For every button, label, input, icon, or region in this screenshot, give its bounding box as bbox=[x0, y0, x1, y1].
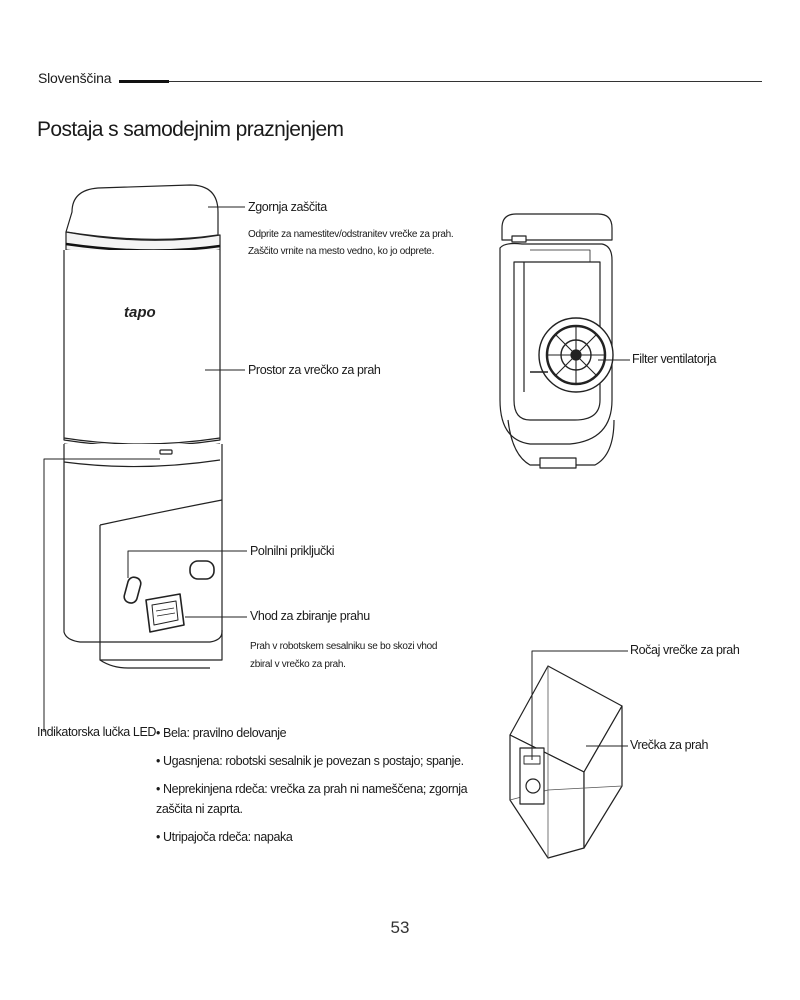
charging-contacts-label: Polnilni priključki bbox=[250, 544, 335, 558]
dust-bag-illustration bbox=[509, 665, 623, 859]
fan-filter-label: Filter ventilatorja bbox=[632, 352, 717, 366]
top-cover-label: Zgornja zaščita bbox=[248, 200, 327, 214]
led-indicator-label: Indikatorska lučka LED bbox=[37, 725, 157, 739]
dust-inlet-note-2: zbiral v vrečko za prah. bbox=[250, 659, 346, 670]
dust-inlet-note-1: Prah v robotskem sesalniku se bo skozi v… bbox=[250, 641, 438, 652]
dust-bag-compartment-label: Prostor za vrečko za prah bbox=[248, 363, 381, 377]
dust-bag-label: Vrečka za prah bbox=[630, 738, 709, 752]
dust-inlet-label: Vhod za zbiranje prahu bbox=[250, 609, 370, 623]
led-state-blinking-red: • Utripajoča rdeča: napaka bbox=[156, 830, 293, 844]
top-cover-note-2: Zaščito vrnite na mesto vedno, ko jo odp… bbox=[248, 246, 435, 257]
header-rule bbox=[169, 81, 762, 82]
led-state-white: • Bela: pravilno delovanje bbox=[156, 726, 287, 740]
brand-logo: tapo bbox=[124, 304, 156, 321]
led-state-off: • Ugasnjena: robotski sesalnik je poveza… bbox=[156, 754, 464, 768]
language-label: Slovenščina bbox=[38, 70, 112, 86]
page-title: Postaja s samodejnim praznjenjem bbox=[37, 118, 344, 141]
led-state-list: • Bela: pravilno delovanje • Ugasnjena: … bbox=[156, 723, 476, 847]
top-cover-note-1: Odprite za namestitev/odstranitev vrečke… bbox=[248, 229, 454, 240]
open-station-illustration bbox=[499, 213, 615, 469]
led-state-solid-red: • Neprekinjena rdeča: vrečka za prah ni … bbox=[156, 782, 468, 816]
leader-lines bbox=[43, 206, 630, 760]
header-rule-accent bbox=[119, 80, 169, 83]
dust-bag-handle-label: Ročaj vrečke za prah bbox=[630, 643, 740, 657]
self-emptying-station-illustration bbox=[63, 184, 223, 669]
page-number: 53 bbox=[390, 918, 410, 937]
